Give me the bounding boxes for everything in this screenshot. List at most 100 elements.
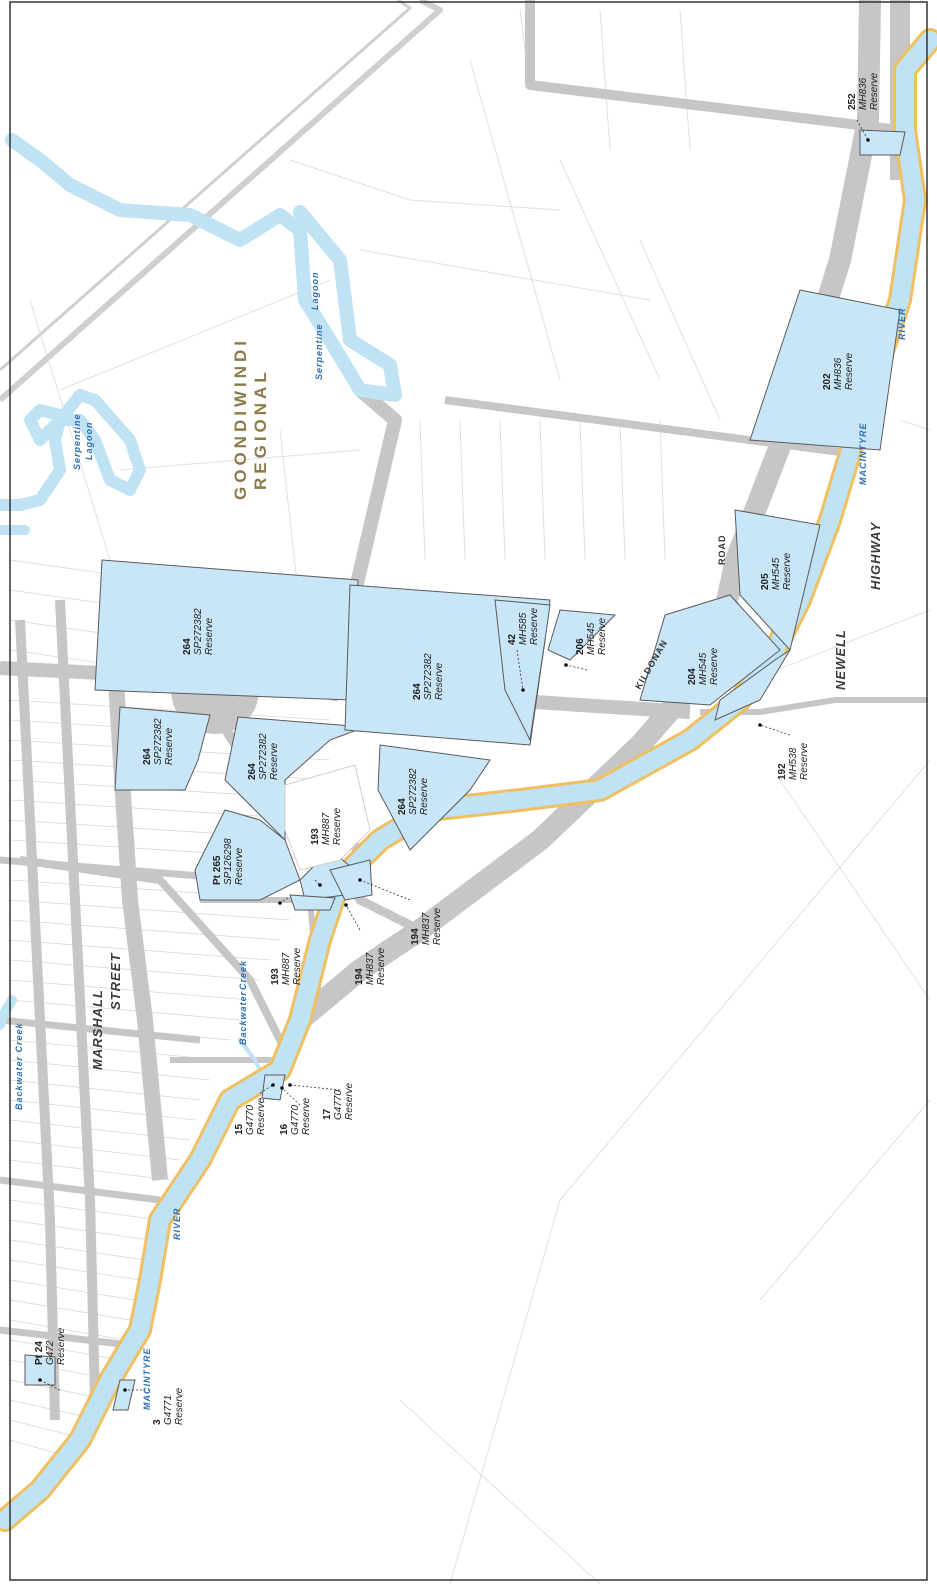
svg-text:15: 15	[234, 1123, 245, 1135]
svg-text:Reserve: Reserve	[844, 352, 855, 390]
lot-204-label: 204 MH545 Reserve	[687, 647, 720, 685]
svg-text:SP272382: SP272382	[153, 718, 164, 765]
svg-text:G4770: G4770	[245, 1105, 256, 1135]
lot-194-polygon	[329, 859, 373, 901]
lot-192-polygon	[714, 649, 791, 721]
lot-206-label: 206 MH545 Reserve	[575, 617, 608, 655]
svg-text:264: 264	[142, 748, 153, 765]
newell-road-label: NEWELL	[833, 629, 848, 690]
leader-lines	[39, 119, 869, 1391]
map-border	[9, 1, 928, 1581]
water-labels: MACINTYRE RIVER MACINTYRE RIVER Backwate…	[14, 272, 907, 1411]
street-road-label: STREET	[108, 953, 123, 1010]
lot-17-label: 17 G4770 Reserve	[322, 1082, 355, 1120]
lot-42-label: 42 MH585 Reserve	[507, 607, 540, 645]
svg-text:Reserve: Reserve	[869, 72, 880, 110]
svg-text:Reserve: Reserve	[56, 1327, 67, 1365]
svg-text:264: 264	[412, 683, 423, 700]
svg-text:MH836: MH836	[858, 77, 869, 110]
svg-text:Reserve: Reserve	[529, 607, 540, 645]
region-label: GOONDIWINDI REGIONAL	[231, 337, 270, 500]
svg-text:MH538: MH538	[788, 747, 799, 780]
lot-16-label: 16 G4770 Reserve	[279, 1097, 312, 1135]
svg-text:MH837: MH837	[421, 912, 432, 945]
cadastral-lines	[29, 9, 931, 1584]
svg-text:3: 3	[152, 1419, 163, 1425]
serpentine-label-2: Serpentine	[314, 323, 324, 380]
lot-202-polygon	[749, 289, 901, 451]
region-label-line-1: GOONDIWINDI	[231, 337, 250, 500]
svg-text:Reserve: Reserve	[204, 617, 215, 655]
serpentine-lagoon-west	[0, 389, 146, 535]
svg-text:Reserve: Reserve	[376, 947, 387, 985]
lot-193-a-label: 193 MH887 Reserve	[310, 807, 343, 845]
svg-text:204: 204	[687, 668, 698, 685]
svg-text:MH545: MH545	[586, 622, 597, 655]
backwater-creek-label-west: Backwater Creek	[14, 1022, 24, 1110]
lagoon-label-1: Lagoon	[84, 422, 94, 461]
svg-text:Reserve: Reserve	[164, 727, 175, 765]
lot-15-label: 15 G4770 Reserve	[234, 1097, 267, 1135]
macintyre-label-west: MACINTYRE	[142, 1348, 152, 1411]
svg-text:Reserve: Reserve	[434, 662, 445, 700]
svg-text:G4770: G4770	[290, 1105, 301, 1135]
svg-text:192: 192	[777, 763, 788, 780]
svg-text:264: 264	[247, 763, 258, 780]
svg-text:Reserve: Reserve	[256, 1097, 267, 1135]
svg-text:MH887: MH887	[321, 812, 332, 845]
lot-42-polygon	[494, 599, 551, 742]
svg-text:MH836: MH836	[833, 357, 844, 390]
lot-264-a-polygon	[94, 559, 359, 701]
svg-text:Reserve: Reserve	[799, 742, 810, 780]
svg-text:Reserve: Reserve	[597, 617, 608, 655]
svg-text:Reserve: Reserve	[234, 847, 245, 885]
svg-text:SP272382: SP272382	[193, 608, 204, 655]
svg-text:G472: G472	[45, 1340, 56, 1365]
highway-road-label: HIGHWAY	[868, 522, 883, 590]
region-label-line-2: REGIONAL	[251, 368, 270, 490]
marshall-road-label: MARSHALL	[90, 989, 105, 1070]
svg-text:206: 206	[575, 638, 586, 655]
svg-text:Reserve: Reserve	[174, 1387, 185, 1425]
svg-text:Pt 265: Pt 265	[212, 855, 223, 885]
lagoon-label-2: Lagoon	[310, 272, 320, 311]
lot-204-polygon	[639, 594, 781, 706]
lot-15-16-17-polygon	[261, 1074, 286, 1101]
backwater-label-south: Backwater	[238, 991, 248, 1045]
lot-264-e-polygon	[377, 744, 491, 851]
lot-264-d-label: 264 SP272382 Reserve	[412, 653, 445, 700]
lot-264-b-polygon	[114, 706, 211, 791]
lot-pt24-polygon	[24, 1354, 56, 1386]
svg-text:SP272382: SP272382	[258, 733, 269, 780]
white-parcel	[284, 764, 371, 871]
lot-192-label: 192 MH538 Reserve	[777, 742, 810, 780]
svg-text:17: 17	[322, 1108, 333, 1120]
lot-193b-polygon	[289, 894, 336, 911]
svg-text:SP272382: SP272382	[408, 768, 419, 815]
lot-252-polygon	[859, 129, 906, 156]
svg-text:42: 42	[507, 633, 518, 645]
svg-text:Reserve: Reserve	[344, 1082, 355, 1120]
serpentine-label-1: Serpentine	[72, 413, 82, 470]
svg-text:193: 193	[310, 828, 321, 845]
reserve-lots	[24, 129, 906, 1411]
svg-text:Reserve: Reserve	[782, 552, 793, 590]
svg-text:SP126298: SP126298	[223, 838, 234, 885]
lot-pt265-polygon	[194, 809, 301, 901]
svg-text:Reserve: Reserve	[269, 742, 280, 780]
lot-264-c-label: 264 SP272382 Reserve	[247, 733, 280, 780]
svg-text:G4771: G4771	[163, 1395, 174, 1425]
svg-text:264: 264	[397, 798, 408, 815]
lot-264-a-label: 264 SP272382 Reserve	[182, 608, 215, 655]
svg-text:Reserve: Reserve	[292, 947, 303, 985]
lot-3-label: 3 G4771 Reserve	[152, 1387, 185, 1425]
svg-text:194: 194	[354, 968, 365, 985]
lot-193-b-label: 193 MH887 Reserve	[270, 947, 303, 985]
svg-text:16: 16	[279, 1123, 290, 1135]
lot-3-polygon	[112, 1379, 136, 1411]
svg-text:MH887: MH887	[281, 952, 292, 985]
svg-text:Reserve: Reserve	[419, 777, 430, 815]
svg-text:MH545: MH545	[771, 557, 782, 590]
lot-194-b-label: 194 MH837 Reserve	[410, 907, 443, 945]
